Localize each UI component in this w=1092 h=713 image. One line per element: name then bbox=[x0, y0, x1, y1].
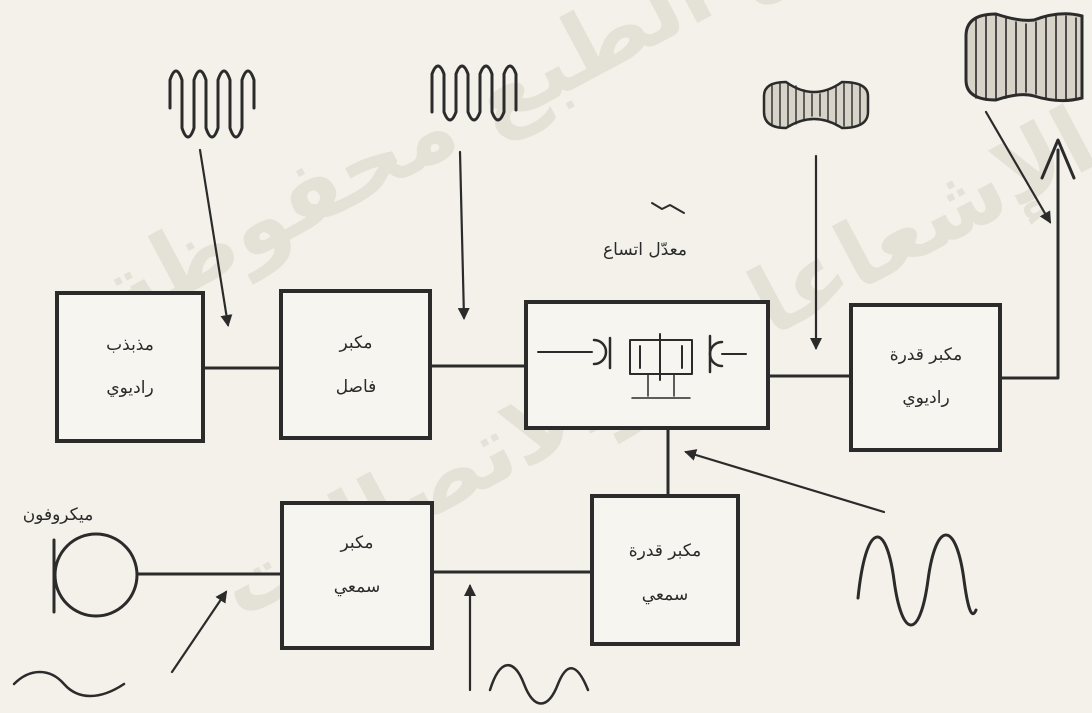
audio-amplifier-block: مكبر سمعي bbox=[280, 501, 434, 650]
arrow-rfpower-output bbox=[984, 110, 1052, 224]
arrow-mic-output bbox=[170, 590, 228, 674]
audio-amp-label-2: سمعي bbox=[334, 577, 380, 597]
audio-sine-waveform-large bbox=[856, 533, 978, 627]
microphone-icon bbox=[52, 532, 139, 618]
audio-amp-label-1: مكبر bbox=[339, 533, 373, 553]
audio-power-amplifier-block: مكبر قدرة سمعي bbox=[590, 494, 740, 646]
modulator-pointer-mark bbox=[651, 202, 685, 214]
arrow-audio-into-modulator bbox=[684, 449, 886, 514]
buffer-label-2: فاصل bbox=[336, 377, 377, 397]
rf-carrier-waveform-2 bbox=[430, 64, 518, 122]
audio-sine-waveform-small-1 bbox=[12, 670, 126, 698]
buffer-amplifier-block: مكبر فاصل bbox=[279, 289, 432, 440]
antenna-icon bbox=[1040, 138, 1076, 180]
microphone-label: ميكروفون bbox=[23, 505, 94, 525]
buffer-label-1: مكبر bbox=[338, 333, 372, 353]
rfpower-to-antenna-line bbox=[998, 148, 1060, 380]
amplitude-modulator-block: معدّل اتساع bbox=[524, 202, 770, 430]
radio-oscillator-block: مذبذب راديوي bbox=[55, 291, 205, 443]
oscillator-label-2: راديوي bbox=[106, 378, 153, 398]
signal-paths bbox=[136, 148, 1060, 576]
rf-power-label-1: مكبر قدرة bbox=[890, 345, 963, 365]
rf-carrier-waveform-1 bbox=[168, 69, 256, 139]
arrow-buffer-output bbox=[457, 150, 470, 320]
signal-arrows bbox=[170, 110, 1052, 692]
audio-sine-waveform-small-2 bbox=[488, 664, 590, 705]
modulated-waveform-small bbox=[762, 80, 870, 130]
oscillator-label-1: مذبذب bbox=[106, 335, 154, 355]
rf-power-label-2: راديوي bbox=[902, 388, 949, 408]
audio-power-label-2: سمعي bbox=[642, 585, 688, 605]
modulated-waveform-large bbox=[964, 12, 1084, 103]
rf-power-amplifier-block: مكبر قدرة راديوي bbox=[849, 303, 1002, 452]
audio-power-label-1: مكبر قدرة bbox=[629, 541, 702, 561]
modulator-title: معدّل اتساع bbox=[603, 240, 687, 260]
arrow-osc-output bbox=[198, 148, 233, 327]
transistor-circuit-icon bbox=[537, 333, 747, 399]
